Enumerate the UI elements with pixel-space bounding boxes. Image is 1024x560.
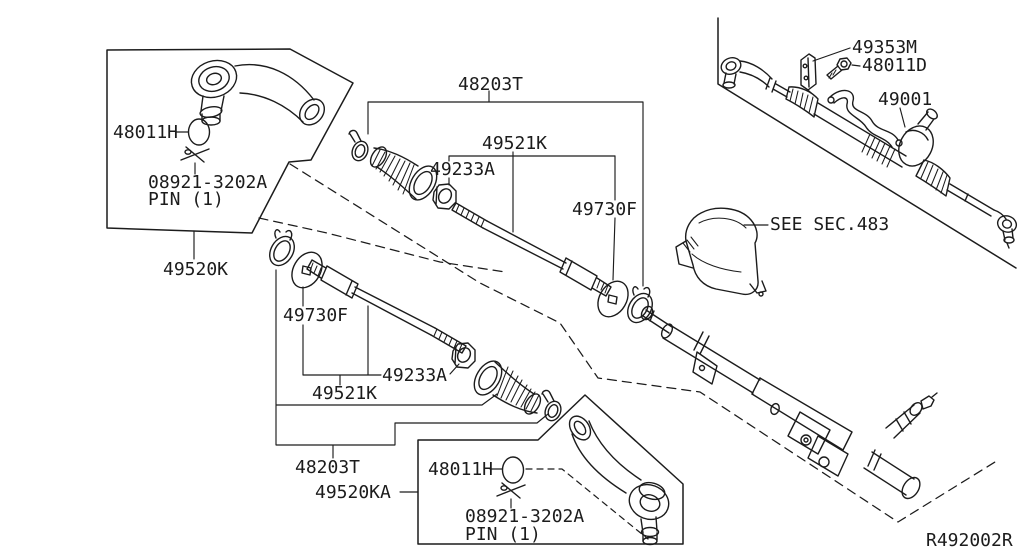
gear-assembly-overview (720, 47, 1018, 249)
mount-bracket-drawing (800, 53, 818, 99)
label-lower-assembly: 49520KA (315, 482, 391, 503)
right-outer-tie-rod-box (417, 394, 684, 545)
left-outer-tie-rod-box (106, 48, 354, 234)
label-bracket: 49353M (852, 37, 917, 58)
castle-nut-symbol (187, 118, 211, 146)
valve-housing (898, 125, 934, 167)
left-box-callouts (175, 118, 211, 260)
left-outer-tie-rod-drawing (190, 59, 326, 126)
mount-bushing (861, 133, 896, 168)
steering-boot-lower (467, 355, 545, 418)
upper-cluster (348, 90, 653, 324)
boot-clamp-ring (627, 286, 653, 324)
rack-stub-shaft (863, 449, 915, 496)
boot-ribs (371, 149, 415, 195)
label-lower-boot-kit: 48203T (295, 457, 360, 478)
upper-callout-leaders (367, 90, 644, 287)
boot-clamp-ring-lower (264, 229, 300, 271)
label-br-nut: 48011H (428, 459, 493, 480)
overview-border-line (717, 17, 1017, 269)
gear-housing-drawing (640, 305, 938, 500)
right-outer-tie-rod-drawing (568, 415, 670, 546)
tie-rod-arm (234, 64, 315, 123)
label-br-pin: 08921-3202A (465, 506, 584, 527)
callout-labels: 49353M 48011D 49001 SEE SEC.483 48011H 0… (113, 37, 1013, 551)
steering-boot (369, 146, 438, 201)
label-tl-nut: 48011H (113, 122, 178, 143)
lower-callout-leaders (275, 269, 549, 493)
label-upper-washer: 49730F (572, 199, 637, 220)
castle-nut-symbol-lower (501, 456, 525, 484)
alignment-dashed-line-a (289, 163, 996, 523)
bracket-bolt-drawing (826, 57, 852, 80)
hydraulic-pipes (829, 89, 899, 148)
lock-nut (432, 183, 457, 210)
label-tl-assembly: 49520K (163, 259, 228, 280)
label-bracket-bolt: 48011D (862, 55, 927, 76)
boot-clamp-small (348, 129, 369, 162)
inner-tie-rod (451, 202, 612, 297)
label-lower-inner-rod: 49521K (312, 383, 377, 404)
label-upper-lock-nut: 49233A (430, 159, 495, 180)
figure-ref: R492002R (926, 530, 1013, 551)
mount-plate-1 (787, 411, 831, 455)
ball-socket (628, 483, 670, 521)
group-boxes (106, 17, 1017, 545)
mount-plate-2 (807, 435, 849, 477)
tie-rod-arm (571, 420, 642, 494)
label-see-section: SEE SEC.483 (770, 214, 889, 235)
fluid-port (770, 402, 780, 416)
label-upper-inner-rod: 49521K (482, 133, 547, 154)
label-tl-pin-qty: PIN (1) (148, 189, 224, 210)
label-upper-boot-kit: 48203T (458, 74, 523, 95)
alignment-dashed-line-b (258, 217, 506, 273)
label-lower-lock-nut: 49233A (382, 365, 447, 386)
rack-washer (597, 280, 629, 318)
label-tl-pin: 08921-3202A (148, 172, 267, 193)
lock-nut-lower (451, 342, 476, 369)
cotter-pin-icon (180, 146, 210, 163)
label-br-pin-qty: PIN (1) (465, 524, 541, 545)
label-gear-assembly: 49001 (878, 89, 932, 110)
tube-clamp (692, 331, 718, 385)
right-box-callouts (489, 456, 649, 540)
heat-shield-drawing (675, 207, 769, 297)
label-lower-washer: 49730F (283, 305, 348, 326)
lower-cluster (264, 229, 565, 493)
cotter-pin-icon-lower (496, 482, 526, 499)
ball-socket-top (190, 59, 238, 99)
pinion-shaft (885, 404, 921, 439)
